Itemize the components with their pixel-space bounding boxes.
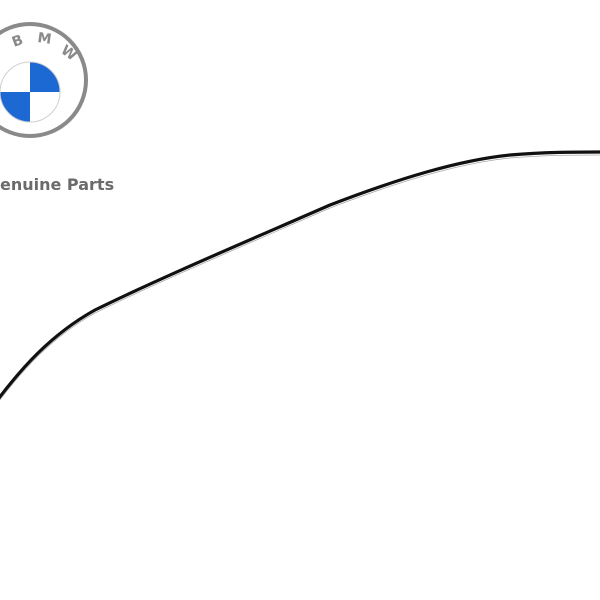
genuine-parts-caption: enuine Parts [0,175,115,194]
logo-letter-w: W [58,42,80,64]
bmw-logo: B M W [0,0,130,200]
logo-letter-m: M [36,30,52,48]
bmw-roundel-icon: B M W [0,22,88,138]
logo-letter-b: B [10,32,26,51]
